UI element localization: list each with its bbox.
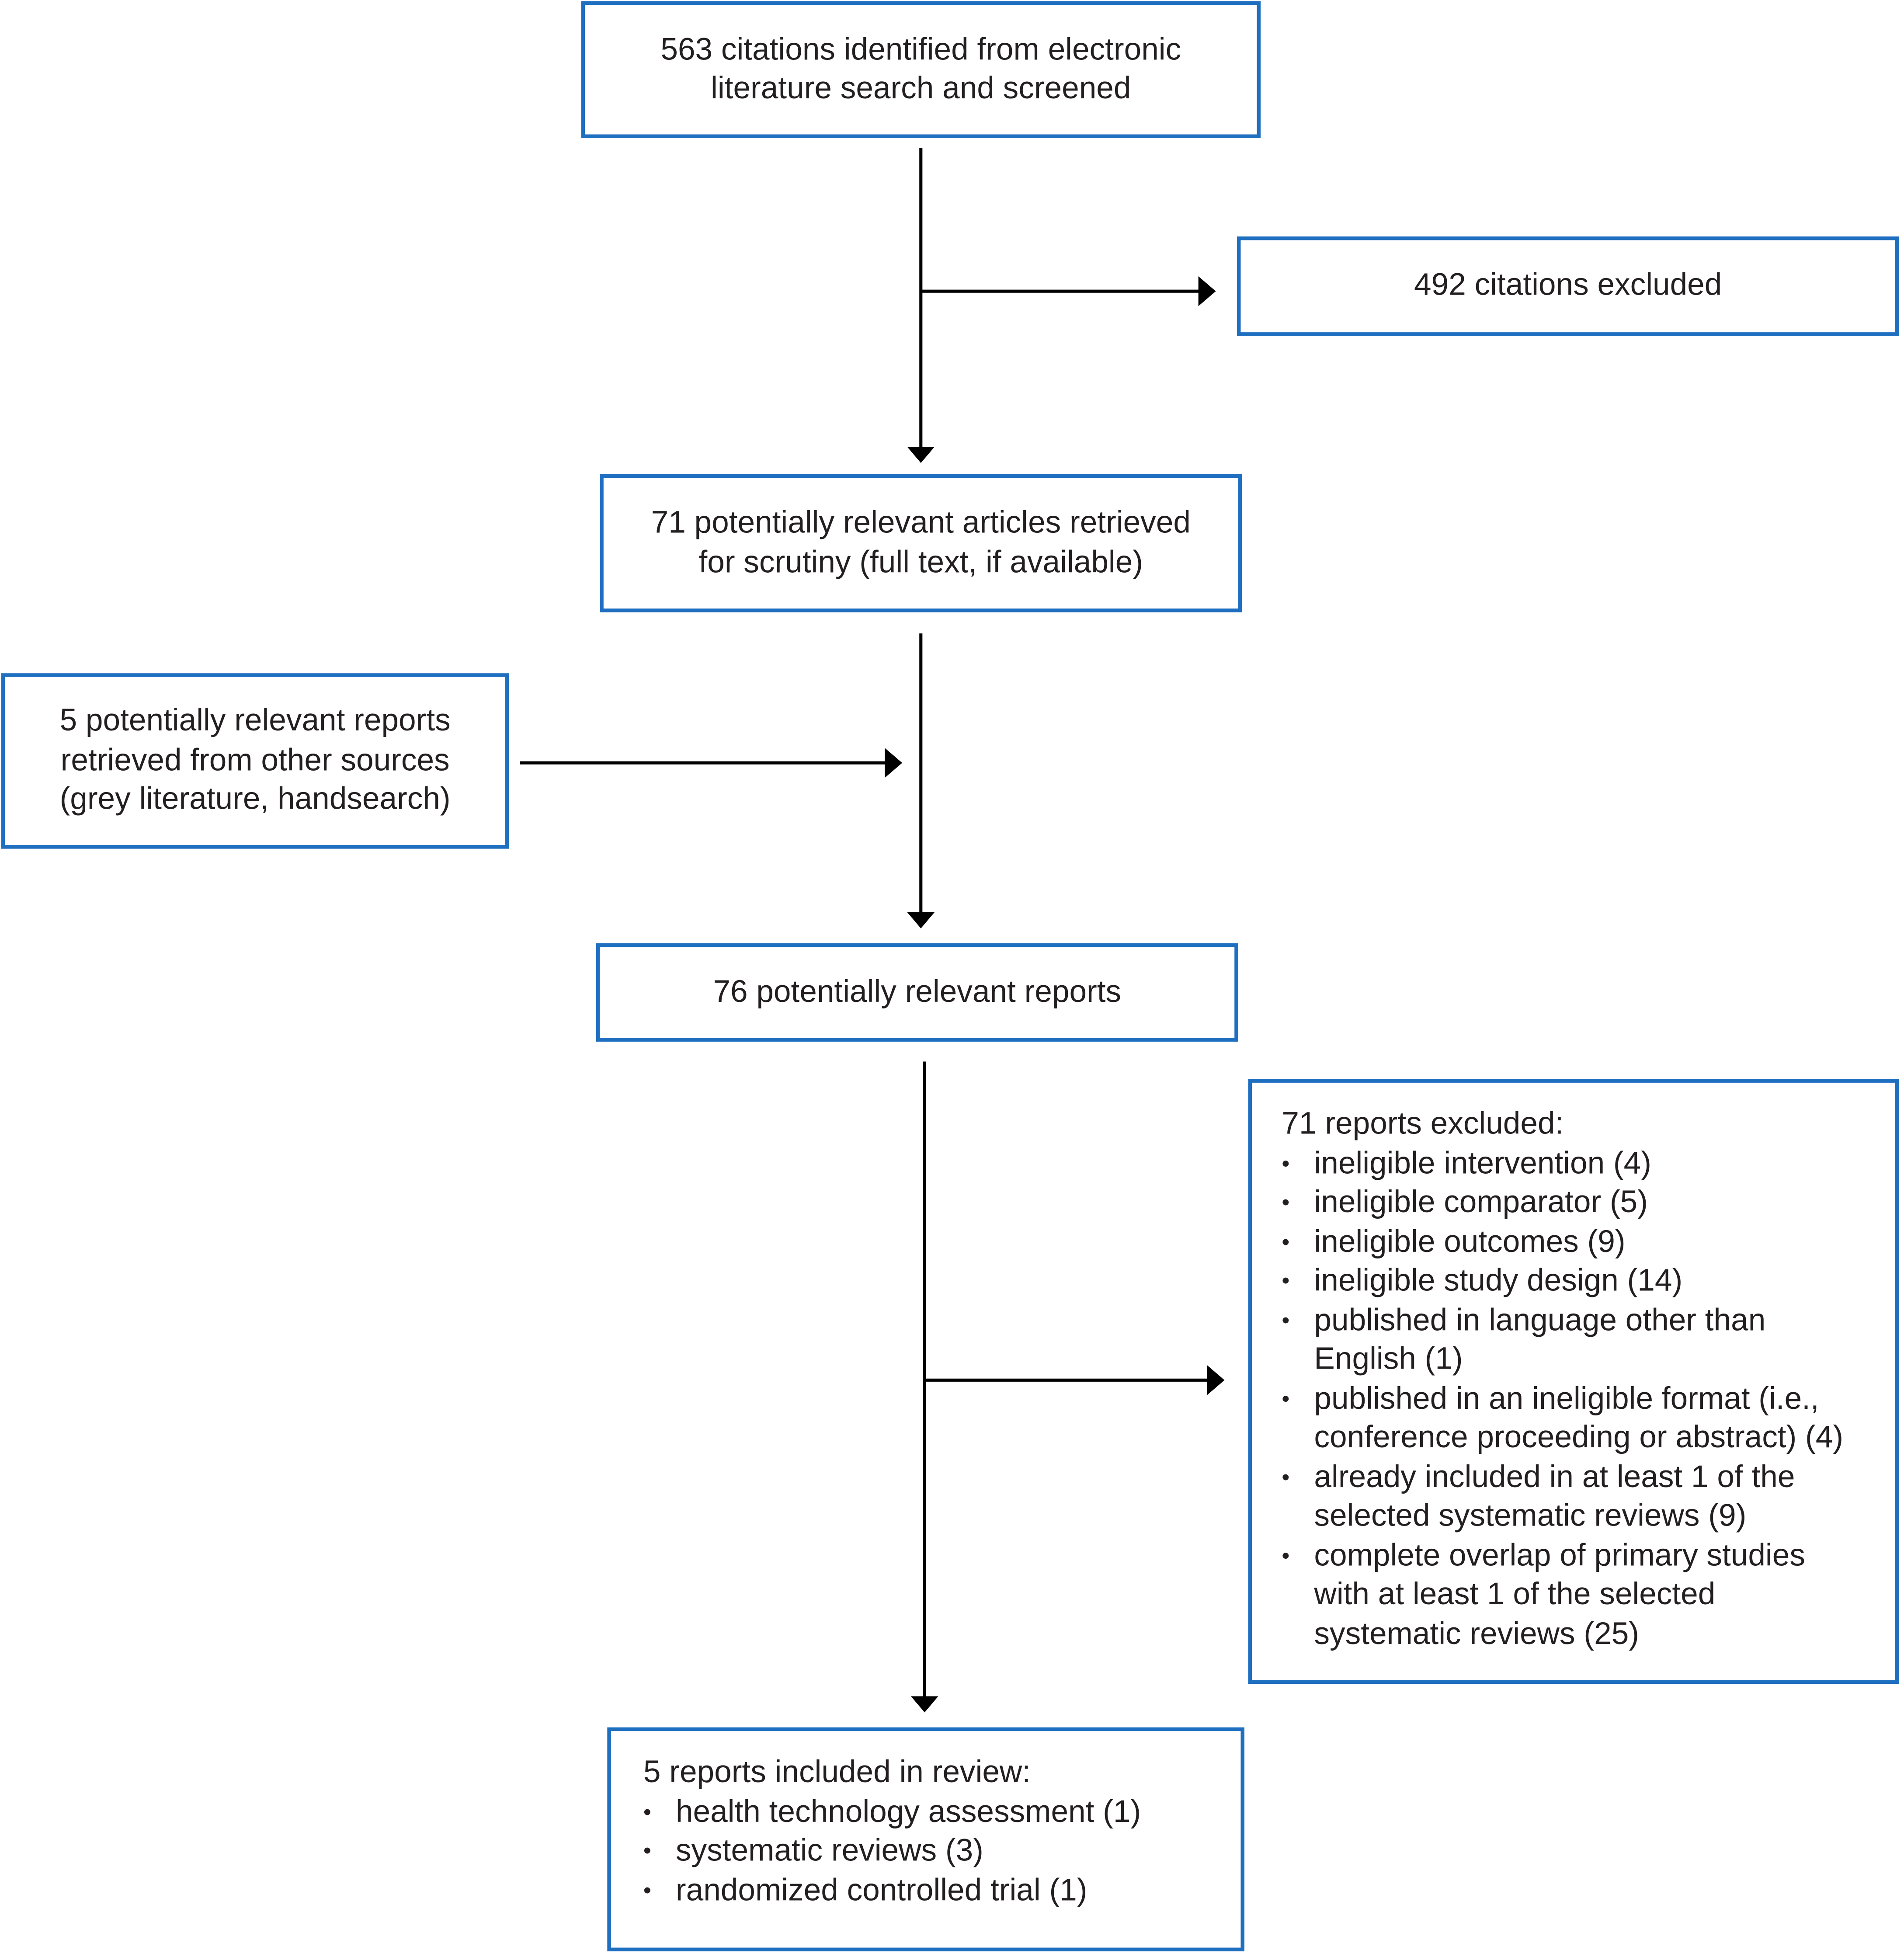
- other-sources-line-2: retrieved from other sources: [60, 742, 450, 778]
- excluded-reports-heading: 71 reports excluded:: [1282, 1106, 1564, 1141]
- other-sources-box: 5 potentially relevant reports retrieved…: [1, 673, 509, 849]
- potentially-relevant-box: 76 potentially relevant reports: [596, 943, 1238, 1042]
- list-item: ineligible intervention (4): [1282, 1144, 1883, 1184]
- included-reports-list: health technology assessment (1) systema…: [643, 1793, 1228, 1910]
- other-sources-line-3: (grey literature, handsearch): [59, 782, 451, 817]
- list-item: already included in at least 1 of the se…: [1282, 1458, 1824, 1536]
- included-reports-box: 5 reports included in review: health tec…: [607, 1727, 1244, 1952]
- list-item: ineligible outcomes (9): [1282, 1223, 1883, 1262]
- list-item: randomized controlled trial (1): [643, 1871, 1228, 1910]
- excluded-citations-text: 492 citations excluded: [1414, 268, 1722, 303]
- excluded-citations-box: 492 citations excluded: [1237, 236, 1899, 336]
- excluded-reports-list: ineligible intervention (4) ineligible c…: [1282, 1144, 1883, 1654]
- list-item: complete overlap of primary studies with…: [1282, 1536, 1837, 1654]
- retrieved-line-2: for scrutiny (full text, if available): [698, 544, 1143, 580]
- list-item: published in language other than English…: [1282, 1301, 1787, 1380]
- identified-line-2: literature search and screened: [711, 71, 1131, 106]
- list-item: ineligible study design (14): [1282, 1262, 1883, 1301]
- list-item: published in an ineligible format (i.e.,…: [1282, 1380, 1899, 1458]
- included-reports-heading: 5 reports included in review:: [643, 1755, 1031, 1790]
- retrieved-articles-box: 71 potentially relevant articles retriev…: [600, 474, 1242, 612]
- identified-line-1: 563 citations identified from electronic: [660, 31, 1181, 67]
- list-item: health technology assessment (1): [643, 1793, 1228, 1832]
- identified-citations-box: 563 citations identified from electronic…: [581, 1, 1261, 139]
- retrieved-line-1: 71 potentially relevant articles retriev…: [651, 505, 1191, 540]
- other-sources-line-1: 5 potentially relevant reports: [59, 703, 451, 738]
- excluded-reports-box: 71 reports excluded: ineligible interven…: [1248, 1079, 1899, 1684]
- list-item: systematic reviews (3): [643, 1832, 1228, 1871]
- list-item: ineligible comparator (5): [1282, 1183, 1883, 1223]
- potentially-relevant-text: 76 potentially relevant reports: [713, 974, 1122, 1009]
